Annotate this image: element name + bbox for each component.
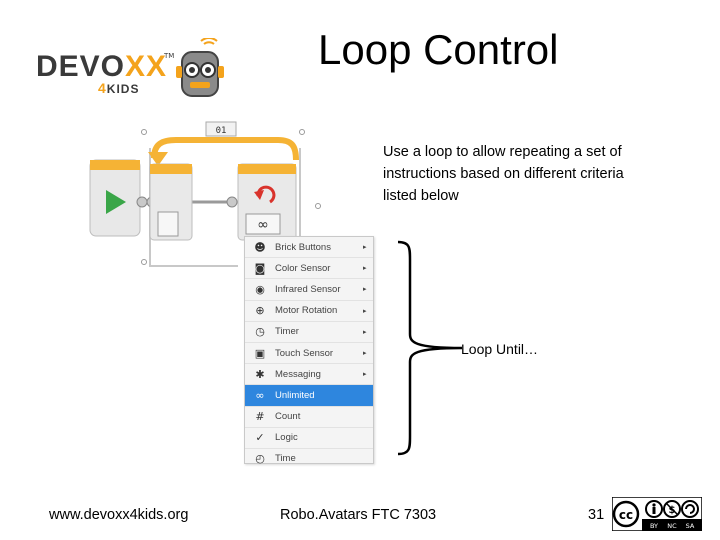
infinity-icon: ∞: [255, 388, 265, 402]
logo-wordmark: DEVOXX: [36, 50, 167, 84]
slide-description: Use a loop to allow repeating a set of i…: [383, 144, 624, 204]
submenu-arrow-icon: ▸: [363, 243, 367, 252]
menu-item-label: Touch Sensor: [275, 347, 334, 359]
menu-item[interactable]: ◷ Timer ▸: [245, 322, 373, 343]
license-nc-label: NC: [667, 522, 677, 530]
selection-handle: [299, 129, 305, 135]
infinity-icon: ∞: [257, 217, 269, 233]
footer-team: Robo.Avatars FTC 7303: [280, 507, 437, 523]
menu-item-label: Motor Rotation: [275, 305, 338, 317]
logo-4kids: 4KIDS: [98, 80, 139, 96]
menu-item-label: Logic: [275, 432, 298, 444]
license-sa-label: SA: [686, 522, 695, 530]
menu-item-label: Color Sensor: [275, 262, 331, 274]
menu-item[interactable]: ▣ Touch Sensor ▸: [245, 343, 373, 365]
menu-item[interactable]: ☻ Brick Buttons ▸: [245, 237, 373, 259]
submenu-arrow-icon: ▸: [363, 306, 367, 315]
selection-handle: [141, 129, 147, 135]
slide-title: Loop Control: [318, 26, 559, 73]
empty-block-slot: [157, 211, 179, 237]
selection-handle: [315, 203, 321, 209]
loop-start-block-header: [150, 164, 192, 174]
touch-sensor-icon: ▣: [254, 346, 266, 360]
loop-band: [151, 137, 299, 161]
color-sensor-icon: ◙: [254, 261, 266, 275]
menu-item[interactable]: ◙ Color Sensor ▸: [245, 258, 373, 280]
messaging-icon: ✱: [255, 367, 265, 381]
menu-item[interactable]: ⊕ Motor Rotation ▸: [245, 301, 373, 322]
menu-item-label: Time: [275, 453, 296, 465]
menu-item[interactable]: ✱ Messaging ▸: [245, 364, 373, 386]
logo-word-xx: XX: [125, 50, 168, 83]
menu-item[interactable]: # Count: [245, 407, 373, 428]
selection-handle: [141, 259, 147, 265]
menu-item-label: Timer: [275, 326, 299, 338]
menu-item[interactable]: ◴ Time: [245, 449, 373, 469]
loop-name-tab: [205, 121, 237, 137]
timer-icon: ◷: [255, 325, 265, 339]
submenu-arrow-icon: ▸: [363, 370, 367, 379]
logo-word-devo: DEVO: [36, 50, 126, 83]
logic-icon: ✓: [255, 431, 265, 445]
menu-item[interactable]: ✓ Logic: [245, 428, 373, 449]
loop-end-block-header: [238, 164, 296, 174]
submenu-arrow-icon: ▸: [363, 264, 367, 273]
time-icon: ◴: [255, 452, 265, 466]
brick-buttons-icon: ☻: [254, 240, 266, 254]
menu-item-label: Infrared Sensor: [275, 283, 341, 295]
submenu-arrow-icon: ▸: [363, 285, 367, 294]
logo-kids-text: KIDS: [106, 82, 140, 96]
count-icon: #: [255, 410, 265, 424]
play-icon: [106, 190, 126, 214]
wire-plug: [136, 196, 148, 208]
submenu-arrow-icon: ▸: [363, 327, 367, 336]
menu-item[interactable]: ◉ Infrared Sensor ▸: [245, 279, 373, 301]
start-block-header: [90, 160, 140, 170]
submenu-arrow-icon: ▸: [363, 349, 367, 358]
logo-trademark: TM: [164, 52, 175, 60]
robot-mascot-icon: [176, 38, 224, 97]
license-by-label: BY: [650, 522, 658, 530]
logo-four: 4: [98, 80, 107, 96]
menu-item-selected[interactable]: ∞ Unlimited: [245, 385, 373, 407]
curly-brace: [397, 240, 463, 456]
svg-text:$: $: [669, 505, 676, 516]
footer-url: www.devoxx4kids.org: [49, 507, 189, 523]
loop-mode-menu: ☻ Brick Buttons ▸ ◙ Color Sensor ▸ ◉ Infrared…: [244, 236, 374, 465]
loop-mode-selector[interactable]: [245, 213, 281, 235]
menu-item-label: Messaging: [275, 368, 321, 380]
menu-item-label: Brick Buttons: [275, 241, 331, 253]
infrared-sensor-icon: ◉: [255, 282, 265, 296]
svg-text:cc: cc: [619, 508, 633, 522]
loop-repeat-arrow: [254, 190, 264, 200]
motor-rotation-icon: ⊕: [255, 304, 265, 318]
menu-item-label: Count: [275, 411, 301, 423]
ev3-program-diagram: 01 ∞: [89, 121, 321, 267]
devoxx4kids-logo: DEVOXX TM 4KIDS: [30, 38, 235, 100]
wire-plug: [226, 196, 238, 208]
loop-band-arrow: [148, 152, 168, 166]
menu-item-label: Unlimited: [275, 389, 315, 401]
cc-sa-icon: [681, 500, 699, 518]
page-number: 31: [588, 507, 605, 523]
loop-name-label: 01: [216, 126, 227, 136]
cc-icon: [612, 500, 640, 528]
loop-until-callout: Loop Until…: [461, 341, 539, 357]
creative-commons-license-icon: cc $ BY NC SA: [612, 497, 702, 531]
